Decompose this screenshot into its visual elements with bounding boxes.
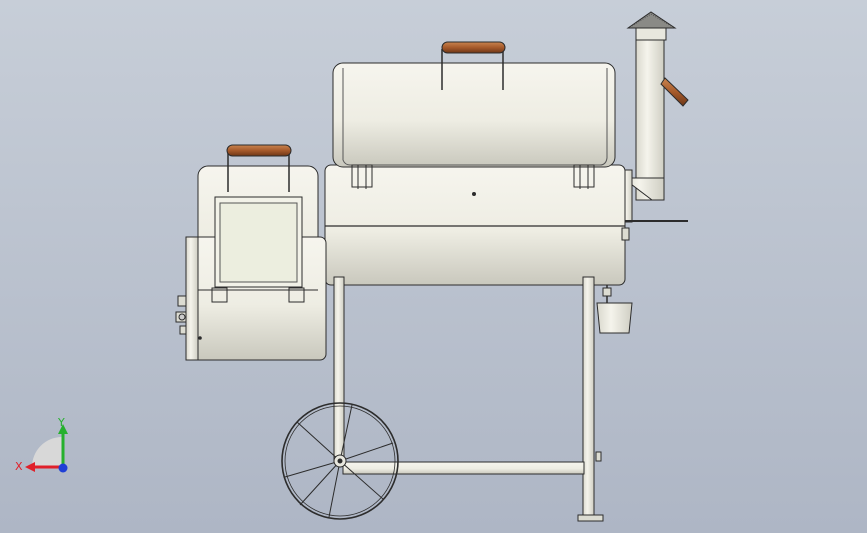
y-axis-arrowhead — [58, 424, 68, 434]
chimney-damper-handle — [660, 77, 689, 107]
wheel[interactable] — [281, 402, 399, 520]
firebox[interactable] — [175, 165, 327, 361]
x-axis-arrowhead — [25, 462, 35, 472]
main-cooking-chamber[interactable] — [324, 164, 688, 286]
smoker-model[interactable] — [175, 11, 689, 522]
grease-bucket[interactable] — [596, 285, 633, 334]
main-lid-handle[interactable] — [441, 41, 506, 90]
y-axis-label: Y — [57, 416, 65, 429]
chimney-stack[interactable] — [621, 11, 689, 223]
z-axis-dot — [58, 463, 68, 473]
coordinate-triad[interactable]: Y X — [15, 416, 68, 473]
stand-legs[interactable] — [333, 276, 604, 522]
firebox-handle[interactable] — [226, 144, 292, 192]
main-lid[interactable] — [332, 62, 616, 189]
x-axis-label: X — [15, 460, 23, 473]
